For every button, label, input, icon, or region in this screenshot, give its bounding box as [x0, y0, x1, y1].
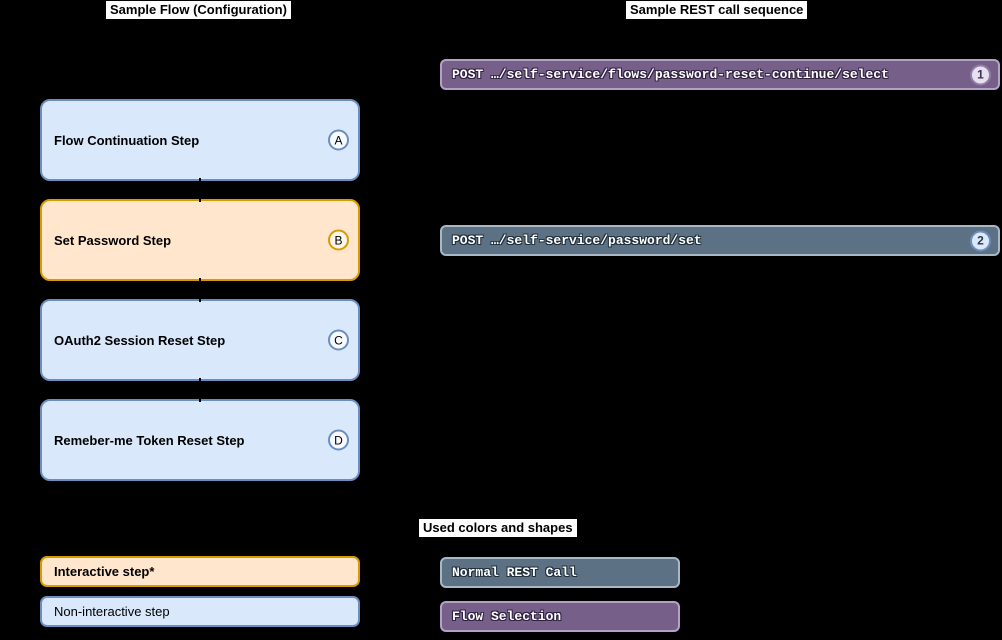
rest-call-label: POST …/self-service/password/set: [452, 233, 702, 248]
step-connector: [199, 378, 201, 402]
flow-step-badge-c: C: [328, 329, 349, 351]
step-connector: [199, 278, 201, 302]
rest-column-title: Sample REST call sequence: [626, 1, 808, 19]
rest-call-bar-2: POST …/self-service/password/set 2: [440, 225, 1000, 256]
legend-call-normal: Normal REST Call: [440, 557, 680, 588]
flow-step-box-a: Flow Continuation Step A: [40, 99, 360, 181]
rest-call-badge-1: 1: [970, 64, 991, 85]
rest-call-bar-1: POST …/self-service/flows/password-reset…: [440, 59, 1000, 90]
flow-step-label: Set Password Step: [54, 232, 172, 248]
flow-step-box-d: Remeber-me Token Reset Step D: [40, 399, 360, 481]
flow-step-badge-b: B: [328, 229, 349, 251]
flow-step-label: Flow Continuation Step: [54, 132, 200, 148]
flow-column-title: Sample Flow (Configuration): [106, 1, 291, 19]
legend-call-label: Normal REST Call: [452, 565, 577, 580]
legend-step-non-interactive: Non-interactive step: [40, 596, 360, 627]
flow-step-label: OAuth2 Session Reset Step: [54, 332, 226, 348]
legend-call-flow-selection: Flow Selection: [440, 601, 680, 632]
legend-step-interactive: Interactive step*: [40, 556, 360, 587]
flow-step-label: Remeber-me Token Reset Step: [54, 432, 245, 448]
legend-call-label: Flow Selection: [452, 609, 562, 624]
flow-step-badge-a: A: [328, 129, 349, 151]
rest-call-badge-2: 2: [970, 230, 991, 251]
legend-step-label: Interactive step*: [54, 564, 155, 579]
legend-title: Used colors and shapes: [419, 519, 577, 537]
flow-step-badge-d: D: [328, 429, 349, 451]
step-connector: [199, 178, 201, 202]
legend-step-label: Non-interactive step: [54, 604, 170, 619]
flow-step-box-b: Set Password Step B: [40, 199, 360, 281]
rest-call-label: POST …/self-service/flows/password-reset…: [452, 67, 889, 82]
flow-step-box-c: OAuth2 Session Reset Step C: [40, 299, 360, 381]
